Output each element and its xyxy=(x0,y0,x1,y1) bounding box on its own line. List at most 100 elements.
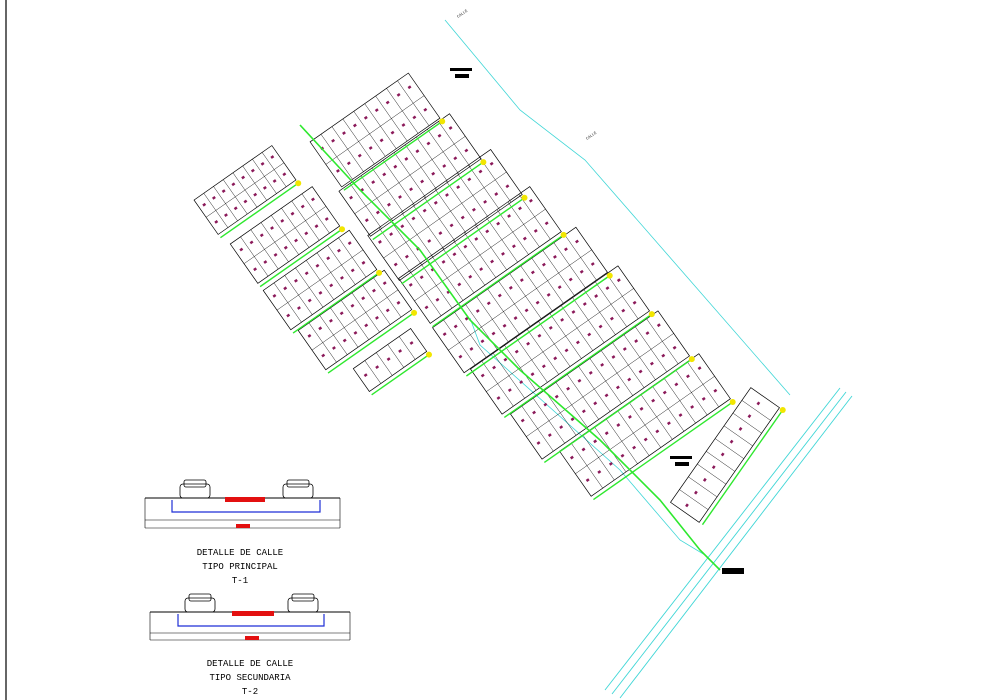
lot-marker xyxy=(701,396,706,401)
lot-marker xyxy=(497,293,502,298)
lot-divider xyxy=(376,352,393,376)
lot-marker xyxy=(407,85,412,90)
lot-marker xyxy=(283,286,288,291)
utility-node xyxy=(779,406,786,413)
lot-marker xyxy=(398,349,403,353)
lot-marker xyxy=(496,396,501,400)
lot-block xyxy=(262,229,378,331)
lot-marker xyxy=(420,179,425,184)
lot-marker xyxy=(593,401,598,406)
lot-marker xyxy=(286,313,291,318)
lot-marker xyxy=(582,302,587,306)
lot-divider xyxy=(706,451,735,472)
lot-marker xyxy=(396,92,401,97)
lot-marker xyxy=(202,202,207,207)
lot-block xyxy=(309,72,441,188)
lot-marker xyxy=(544,221,549,226)
lot-marker xyxy=(398,195,402,199)
lot-divider xyxy=(526,333,674,437)
lot-marker xyxy=(449,223,454,228)
lot-marker xyxy=(581,409,586,414)
lot-marker xyxy=(475,309,480,313)
building-symbol-top xyxy=(450,68,472,78)
lot-marker xyxy=(262,185,267,190)
lot-marker xyxy=(363,115,368,120)
lot-marker xyxy=(526,341,531,346)
lot-marker xyxy=(575,340,580,345)
lot-marker xyxy=(702,477,707,482)
lot-marker xyxy=(361,296,366,301)
lot-marker xyxy=(611,355,616,359)
lot-marker xyxy=(435,297,440,302)
lot-marker xyxy=(263,260,268,264)
outfall-symbol xyxy=(722,568,744,574)
utility-node xyxy=(688,356,695,363)
car-icon xyxy=(184,593,216,613)
car-icon xyxy=(282,479,314,499)
lot-marker xyxy=(385,100,390,105)
lot-marker xyxy=(532,410,537,415)
lot-marker xyxy=(460,215,465,220)
lot-marker xyxy=(294,278,298,283)
lot-divider xyxy=(399,336,416,360)
lot-marker xyxy=(594,294,599,298)
lot-marker xyxy=(690,405,695,409)
lot-marker xyxy=(404,157,409,161)
lot-marker xyxy=(655,429,660,434)
lot-marker xyxy=(615,385,620,390)
lot-marker xyxy=(489,161,494,166)
lot-marker xyxy=(307,333,312,338)
lot-marker xyxy=(537,333,542,338)
lot-marker xyxy=(231,182,236,187)
lot-marker xyxy=(571,310,576,314)
lot-marker xyxy=(514,349,519,354)
lot-divider xyxy=(276,249,364,311)
lot-marker xyxy=(570,417,575,422)
lot-marker xyxy=(453,324,458,329)
lot-marker xyxy=(559,425,564,430)
lot-marker xyxy=(666,421,671,426)
lot-marker xyxy=(678,413,683,417)
lot-marker xyxy=(342,131,346,135)
lot-marker xyxy=(453,156,458,161)
lot-marker xyxy=(396,300,401,305)
utility-node xyxy=(339,226,346,233)
detail-t1-code: T-1 xyxy=(232,576,248,586)
lot-marker xyxy=(249,240,254,245)
lot-marker xyxy=(441,260,446,264)
lot-marker xyxy=(480,373,485,378)
lot-divider xyxy=(243,206,327,264)
lot-marker xyxy=(371,180,376,185)
lot-marker xyxy=(363,373,368,378)
lot-marker xyxy=(409,341,414,345)
green-utility-line xyxy=(371,354,430,396)
utility-node xyxy=(521,194,528,201)
green-utility-line xyxy=(343,120,443,191)
lot-marker xyxy=(530,372,535,377)
lot-marker xyxy=(272,179,277,183)
lot-marker xyxy=(283,245,288,250)
lot-marker xyxy=(627,377,632,382)
lot-marker xyxy=(505,184,510,189)
lot-marker xyxy=(483,199,488,204)
lot-marker xyxy=(621,308,626,313)
lot-marker xyxy=(541,262,546,267)
building-symbol-bottom xyxy=(670,456,692,466)
lot-marker xyxy=(464,148,469,153)
lot-marker xyxy=(324,217,329,221)
lot-marker xyxy=(375,210,380,215)
lot-marker xyxy=(353,331,358,335)
lot-marker xyxy=(382,172,387,177)
green-utility-line xyxy=(465,275,611,377)
lot-marker xyxy=(577,378,582,383)
lot-marker xyxy=(458,354,463,359)
lot-marker xyxy=(672,345,677,350)
utility-node xyxy=(480,159,487,166)
lot-marker xyxy=(339,311,344,316)
lot-marker xyxy=(448,126,453,130)
lot-marker xyxy=(590,262,595,266)
lot-marker xyxy=(270,155,275,159)
lot-marker xyxy=(250,168,255,173)
utility-node xyxy=(439,118,446,125)
